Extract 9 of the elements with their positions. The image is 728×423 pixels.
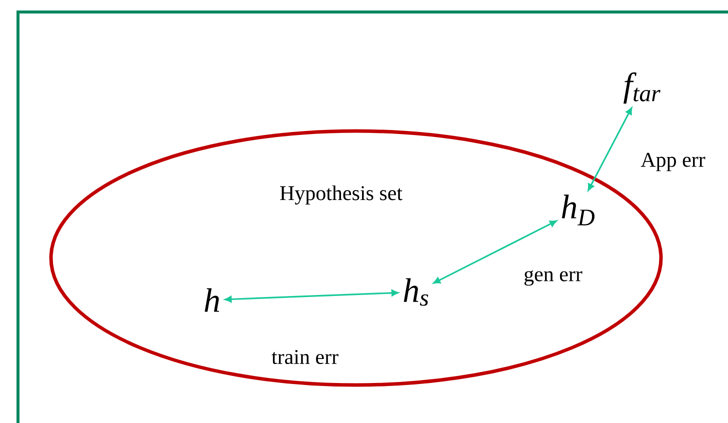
edge-label: train err: [270, 348, 340, 366]
double-arrow: [224, 290, 398, 303]
math-symbol: h: [204, 288, 220, 312]
math-symbol: h$_{D}$: [562, 194, 594, 226]
math-symbol: f$_{tar}$: [624, 72, 660, 104]
double-arrow: [433, 220, 557, 284]
edge-label: gen err: [522, 269, 584, 287]
math-symbol: h$_{s}$: [404, 278, 428, 306]
double-arrow: [588, 107, 632, 191]
